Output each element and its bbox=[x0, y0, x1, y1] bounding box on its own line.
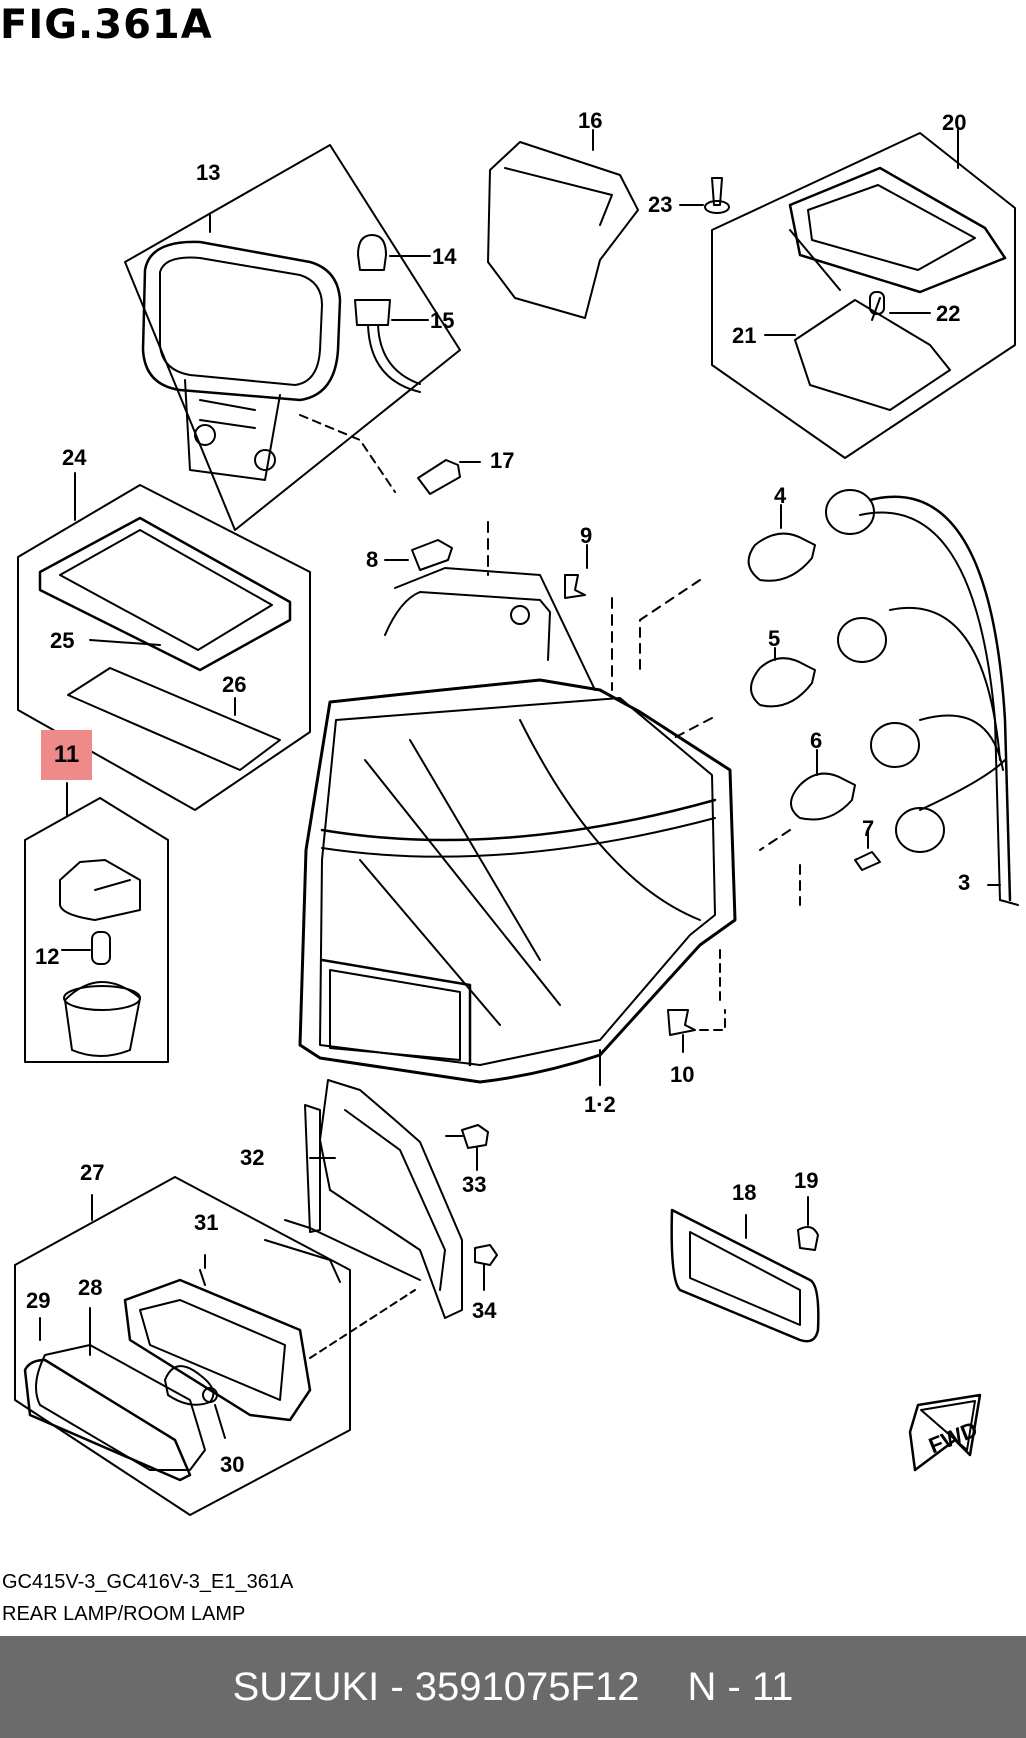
callout-19: 19 bbox=[794, 1168, 818, 1193]
callout-34: 34 bbox=[472, 1298, 497, 1323]
parts-diagram: FWD 1·2 3 4 5 6 7 8 9 10 12 13 14 15 16 … bbox=[14, 108, 1019, 1516]
callout-28: 28 bbox=[78, 1275, 102, 1300]
callout-23: 23 bbox=[648, 192, 672, 217]
callout-18: 18 bbox=[732, 1180, 756, 1205]
courtesy-lamp-group bbox=[24, 782, 169, 1063]
high-mount-lamp-group bbox=[124, 144, 461, 531]
callout-30: 30 bbox=[220, 1452, 244, 1477]
bolt-17 bbox=[417, 459, 481, 495]
callout-27: 27 bbox=[80, 1160, 104, 1185]
callout-8: 8 bbox=[366, 547, 378, 572]
callout-20: 20 bbox=[942, 110, 966, 135]
diagram-caption: REAR LAMP/ROOM LAMP bbox=[2, 1603, 246, 1625]
footer-bar: SUZUKI - 3591075F12 N - 11 bbox=[0, 1636, 1026, 1738]
callout-9: 9 bbox=[580, 523, 592, 548]
reflector-18 bbox=[670, 1196, 820, 1343]
footer-part-number: SUZUKI - 3591075F12 bbox=[232, 1664, 640, 1709]
bulbs-4-7 bbox=[639, 504, 881, 906]
callout-13: 13 bbox=[196, 160, 220, 185]
callout-12: 12 bbox=[35, 944, 59, 969]
callout-14: 14 bbox=[432, 244, 457, 269]
callout-26: 26 bbox=[222, 672, 246, 697]
drawing-code: GC415V-3_GC416V-3_E1_361A bbox=[2, 1571, 294, 1593]
callout-16: 16 bbox=[578, 108, 602, 133]
callout-21: 21 bbox=[732, 323, 756, 348]
footer-page: N - 11 bbox=[687, 1664, 794, 1709]
callout-11-highlight[interactable]: 11 bbox=[41, 730, 92, 780]
room-lamp-2-group bbox=[17, 472, 311, 811]
callout-6: 6 bbox=[810, 728, 822, 753]
callout-32: 32 bbox=[240, 1145, 264, 1170]
figure-title: FIG.361A bbox=[0, 2, 213, 48]
license-lamp-group bbox=[14, 1176, 416, 1516]
bracket-32 bbox=[264, 1079, 463, 1319]
callout-33: 33 bbox=[462, 1172, 486, 1197]
callout-15: 15 bbox=[430, 308, 454, 333]
room-lamp-group bbox=[711, 129, 1016, 459]
callout-3: 3 bbox=[958, 870, 970, 895]
callout-25: 25 bbox=[50, 628, 74, 653]
callout-10: 10 bbox=[670, 1062, 694, 1087]
callout-4: 4 bbox=[774, 483, 787, 508]
fasteners-33-34 bbox=[445, 1124, 498, 1291]
callout-labels: 1·2 3 4 5 6 7 8 9 10 12 13 14 15 16 17 1… bbox=[26, 108, 970, 1477]
callout-31: 31 bbox=[194, 1210, 218, 1235]
callout-17: 17 bbox=[490, 448, 514, 473]
rear-combination-lamp bbox=[298, 521, 737, 1086]
callout-5: 5 bbox=[768, 626, 780, 651]
screw-23 bbox=[679, 177, 730, 214]
callout-7: 7 bbox=[862, 816, 874, 841]
fasteners-8-9 bbox=[384, 539, 588, 599]
wiring-harness-3 bbox=[825, 489, 1019, 906]
clip-10 bbox=[667, 949, 726, 1053]
callout-29: 29 bbox=[26, 1288, 50, 1313]
callout-1-2: 1·2 bbox=[584, 1092, 616, 1117]
callout-22: 22 bbox=[936, 301, 960, 326]
fwd-arrow: FWD bbox=[908, 1393, 982, 1472]
cover-16 bbox=[487, 129, 639, 319]
callout-24: 24 bbox=[62, 445, 87, 470]
